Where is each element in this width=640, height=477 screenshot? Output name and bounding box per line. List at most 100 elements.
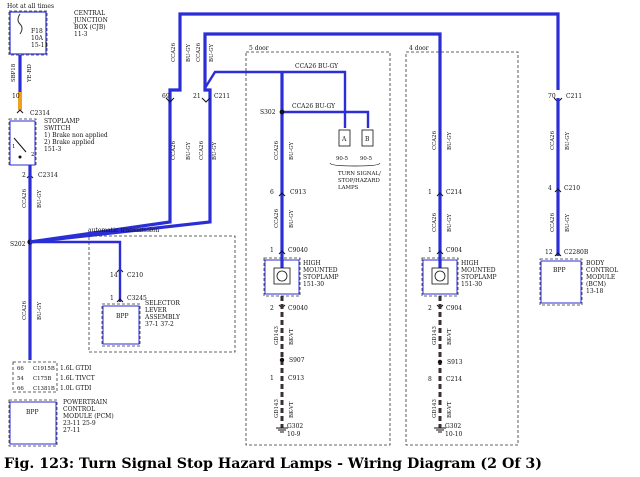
pin-14-c210: 14 [110,272,118,279]
wire-label-gd143-4: GD143 [432,399,438,418]
stoplamp-switch-name: STOPLAMP SWITCH 1) Brake non applied 2) … [44,118,110,153]
pin-12-c2280b: 12 [545,249,553,256]
connector-symbol-c211-a [165,97,211,103]
connector-c913-a: C913 [290,189,306,196]
connector-symbol-c3245 [116,298,124,303]
connector-c211-a: C211 [214,93,230,100]
wire-label-bu-gy-5: BU-GY [186,142,192,160]
pcm-note-row-3: 1.0L GTDI [60,385,92,392]
pin-69: 69 [162,93,170,100]
hmsl-4door-inner [422,259,458,295]
pcm-connector-box [12,361,58,393]
lamp-ref-a: 90-5 [336,156,349,162]
switch-contact [13,137,27,153]
pin-21: 21 [193,93,201,100]
figure-caption: Fig. 123: Turn Signal Stop Hazard Lamps … [4,456,542,472]
pcm-inner [9,401,57,445]
pin-10: 10 [12,93,20,100]
connector-c211-b: C211 [566,93,582,100]
connector-c9040-bottom: C9040 [288,305,308,312]
pcm-pin-row-1: 66 [17,366,24,372]
cjb-box [8,10,48,56]
selector-bpp-label: BPP [116,313,128,320]
connector-symbol-c2314-top [16,109,24,114]
connector-symbol-c9040-top [278,250,286,255]
lamp-ref-b: 90-5 [360,156,373,162]
stoplamp-switch-inner [9,120,36,166]
stoplamp-switch-box [8,118,37,166]
splice-s913-label: S913 [447,359,463,366]
wire-label-bu-gy-2: BU-GY [37,302,43,320]
wire-label-cca26-1: CCA26 [22,188,28,208]
lamp-icon [276,270,288,282]
section-4door-label: 4 door [409,45,429,52]
ground-symbol-4door [434,427,446,433]
wire-label-bu-gy-6: BU-GY [212,142,218,160]
wire-label-gd143-1: GD143 [274,326,280,345]
switch-pin-2: 2 [31,152,34,158]
connector-symbol-c210-a [554,188,562,193]
connector-c913-b: C913 [288,375,304,382]
lamp-connector-a-label: A [341,136,347,143]
pcm-pin-row-3: 66 [17,386,24,392]
wire-label-gd143-3: GD143 [432,326,438,345]
pcm-name: POWERTRAIN CONTROL MODULE (PCM) 23-11 25… [63,399,116,434]
pcm-pin-row-2: 54 [17,376,24,382]
pin-1-c3245: 1 [110,295,114,302]
turn-signal-lamps-label: TURN SIGNAL/ STOP/HAZARD LAMPS [338,171,382,191]
connector-c2314-top: C2314 [30,110,50,117]
pcm-conn-row-3: C1381B [33,386,55,392]
selector-name: SELECTOR LEVER ASSEMBLY 37-1 37-2 [144,300,182,328]
wire-label-bu-gy-10: BU-GY [447,214,453,232]
pin-2-c9040: 2 [270,305,274,312]
splice-s302 [279,109,285,115]
wire-label-bu-gy-1: BU-GY [37,190,43,208]
connector-c2280b: C2280B [564,249,589,256]
wire-label-cca26-5: CCA26 [171,140,177,160]
pcm-note-row-2: 1.6L TIVCT [60,375,95,382]
wire-s302-lamp-b [282,110,370,128]
wire-label-bu-gy-4: BU-GY [209,44,215,62]
section-auto-trans-box [88,235,236,353]
wire-label-cca26-bu-gy-s302: CCA26 BU-GY [292,103,336,110]
splice-s202-label: S202 [10,241,26,248]
bcm-name: BODY CONTROL MODULE (BCM) 13-18 [586,260,620,295]
bcm-box [539,258,583,306]
cjb-name: CENTRAL JUNCTION BOX (CJB) 11-3 [73,10,110,38]
wire-label-cca26-bu-gy-top: CCA26 BU-GY [295,63,339,70]
wire-label-bk-vt-3: BK-VT [447,328,453,345]
connector-c210-a: C210 [564,185,580,192]
splice-s907 [279,357,285,363]
connector-c9040-top: C9040 [288,247,308,254]
section-auto-trans-label: automatic transmission [88,227,159,234]
connector-c214-a: C214 [446,189,462,196]
lamp-bracket [329,162,381,167]
splice-s302-label: S302 [260,109,276,116]
fuse-f18-label: F18 10A 15-11 [31,28,48,49]
section-5door-label: 5 door [249,45,269,52]
selector-box [101,303,141,347]
ground-g302-4door: G302 10-10 [445,423,463,438]
pin-8-c214: 8 [428,376,432,383]
ground-symbol-5door [276,427,288,433]
pcm-bpp-label: BPP [26,409,38,416]
wire-label-bk-vt-4: BK-VT [447,401,453,418]
hot-at-all-times-label: Hot at all times [7,3,54,10]
wire-label-bu-gy-8: BU-GY [289,210,295,228]
wire-label-cca26-9: CCA26 [432,130,438,150]
wire-label-gd143-2: GD143 [274,399,280,418]
wire-label-cca26-7: CCA26 [274,140,280,160]
connector-c3245: C3245 [127,295,147,302]
wire-label-bu-gy-12: BU-GY [565,214,571,232]
wire-label-bu-gy-3: BU-GY [186,44,192,62]
wire-label-cca26-6: CCA26 [199,140,205,160]
hmsl-5door-inner [264,259,300,295]
section-5door-box [245,51,391,446]
wire-label-bk-vt-2: BK-VT [289,401,295,418]
fuse-f18-symbol [17,13,23,35]
bcm-bpp-label: BPP [553,267,565,274]
pin-70: 70 [548,93,556,100]
wire-label-bk-vt-1: BK-VT [289,328,295,345]
connector-c210-b: C210 [127,272,143,279]
pin-4-c210: 4 [548,185,552,192]
